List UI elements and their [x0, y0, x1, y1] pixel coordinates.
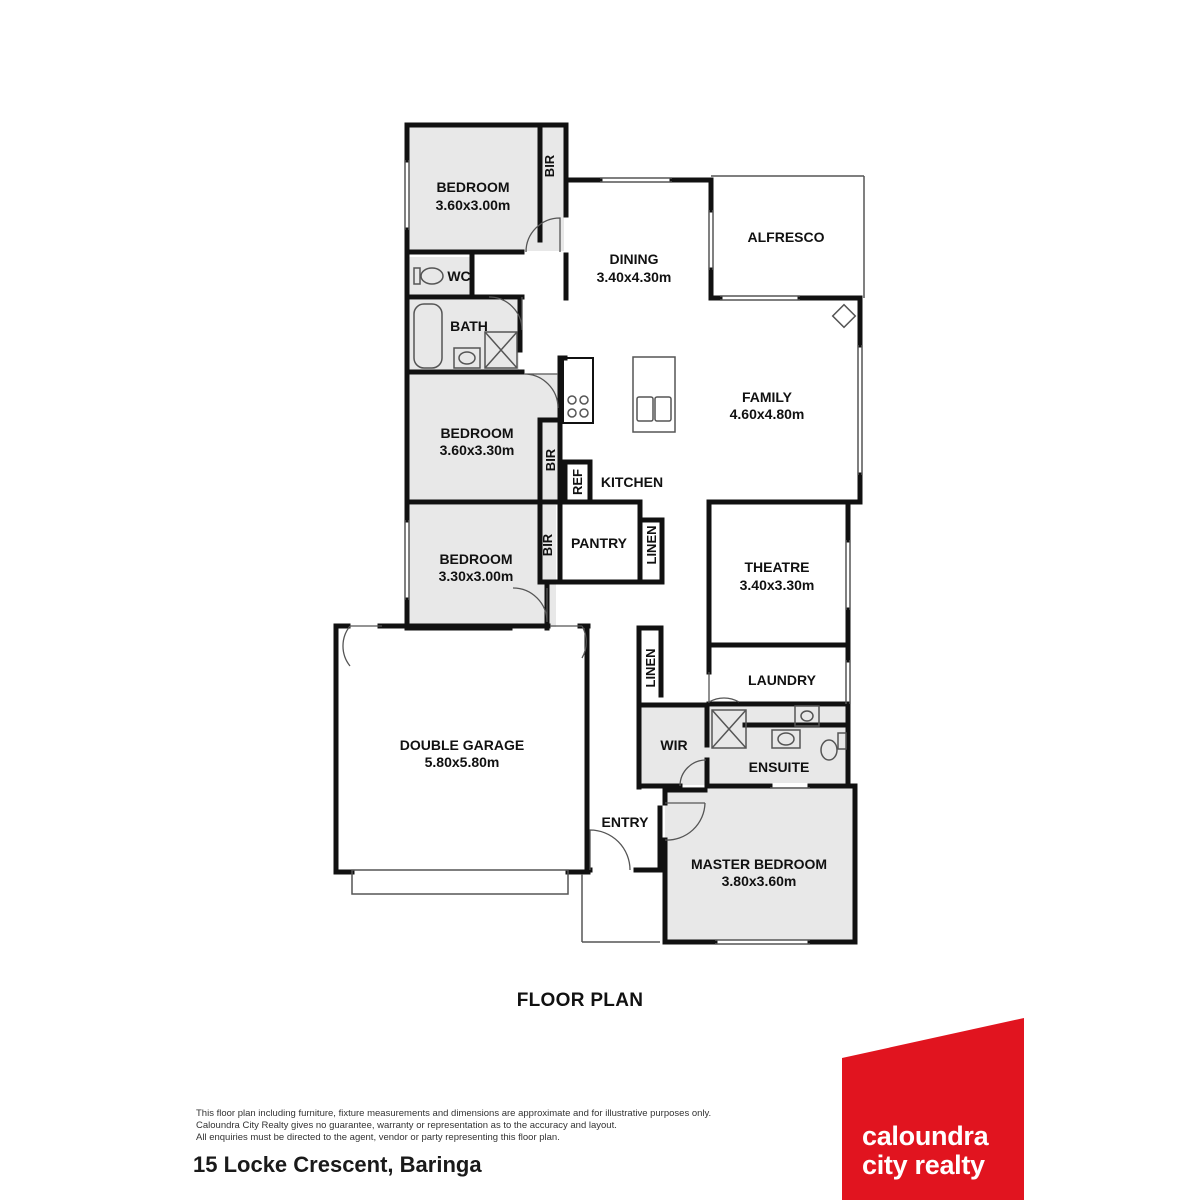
toilet-icon — [837, 732, 847, 750]
disclaimer-line: Caloundra City Realty gives no guarantee… — [196, 1120, 617, 1131]
door-swing — [525, 217, 561, 253]
theatre-label: THEATRE — [744, 559, 809, 575]
cooktop-burner-icon — [579, 395, 589, 405]
laundry-tub-icon — [800, 710, 814, 722]
door-swing — [679, 759, 707, 787]
brand-line-1: caloundra — [862, 1121, 989, 1151]
brand-logo-shape — [842, 1018, 1024, 1200]
sink-bowl-icon — [654, 396, 672, 422]
door-swing — [550, 625, 587, 659]
ensuite-label: ENSUITE — [749, 759, 810, 775]
bir-2-label: BIR — [543, 448, 558, 471]
dining-label: DINING — [610, 251, 659, 267]
corner-feature-icon — [831, 303, 857, 329]
bath-fill — [409, 300, 519, 370]
bedroom-2-size: 3.60x3.00m — [436, 197, 511, 213]
door-swing — [342, 625, 382, 667]
bedroom-3-fill — [409, 374, 559, 500]
toilet-icon — [413, 267, 421, 285]
windows — [351, 160, 865, 945]
toilet-icon — [820, 739, 838, 761]
shower-icon — [484, 331, 518, 369]
door-swing — [589, 829, 631, 871]
ref-label: REF — [570, 469, 585, 495]
bedroom-4-label: BEDROOM — [439, 551, 512, 567]
door-swing — [708, 672, 740, 704]
ensuite-fill — [707, 707, 848, 783]
wir-label: WIR — [660, 737, 687, 753]
laundry-label: LAUNDRY — [748, 672, 817, 688]
linen-1-label: LINEN — [644, 526, 659, 565]
shower-icon — [484, 331, 518, 369]
doors — [342, 217, 740, 871]
disclaimer-line: All enquiries must be directed to the ag… — [196, 1132, 560, 1143]
bedroom-4-fill — [409, 505, 556, 627]
cooktop-burner-icon — [567, 408, 577, 418]
basin-icon — [453, 347, 481, 369]
kitchen-bench — [562, 357, 594, 424]
basin-icon — [458, 351, 476, 365]
walls — [333, 122, 863, 945]
room-fills — [409, 127, 853, 940]
wc-label: WC — [447, 268, 470, 284]
theatre-size: 3.40x3.30m — [740, 577, 815, 593]
door-swing — [348, 626, 388, 666]
room-labels: BEDROOM 3.60x3.00m BIR WC BATH DINING 3.… — [400, 154, 827, 889]
door-swing — [523, 373, 559, 409]
door-swing — [664, 802, 706, 841]
alfresco-label: ALFRESCO — [748, 229, 825, 245]
linen-2-label: LINEN — [643, 649, 658, 688]
bedroom-4-size: 3.30x3.00m — [439, 568, 514, 584]
bir-3-label: BIR — [540, 533, 555, 556]
garage-label: DOUBLE GARAGE — [400, 737, 524, 753]
bedroom-3-size: 3.60x3.30m — [440, 442, 515, 458]
brand-logo-background — [842, 1018, 1024, 1200]
disclaimer-line: This floor plan including furniture, fix… — [196, 1108, 712, 1119]
family-label: FAMILY — [742, 389, 793, 405]
entry-label: ENTRY — [602, 814, 650, 830]
master-bedroom-fill — [665, 787, 853, 940]
cooktop-burner-icon — [567, 395, 577, 405]
dining-size: 3.40x4.30m — [597, 269, 672, 285]
bath-label: BATH — [450, 318, 488, 334]
floor-plan-title: FLOOR PLAN — [516, 990, 644, 1011]
shower-icon — [711, 709, 747, 749]
disclaimer: This floor plan including furniture, fix… — [196, 1108, 816, 1144]
bedroom-2-label: BEDROOM — [436, 179, 509, 195]
cooktop-burner-icon — [579, 408, 589, 418]
bir-1-label: BIR — [542, 154, 557, 177]
wir-fill — [641, 707, 707, 785]
door-swing — [488, 296, 523, 331]
garage-door — [351, 869, 569, 895]
family-size: 4.60x4.80m — [730, 406, 805, 422]
master-bedroom-size: 3.80x3.60m — [722, 873, 797, 889]
bedroom-3-label: BEDROOM — [440, 425, 513, 441]
garage-size: 5.80x5.80m — [425, 754, 500, 770]
basin-icon — [771, 729, 801, 749]
shower-icon — [711, 709, 747, 749]
basin-icon — [777, 732, 795, 746]
brand-logo-text: caloundra city realty — [862, 1121, 989, 1180]
brand-line-2: city realty — [862, 1150, 985, 1180]
bathtub-icon — [413, 303, 443, 369]
kitchen-label: KITCHEN — [601, 474, 663, 490]
door-swing — [512, 587, 548, 623]
master-bedroom-label: MASTER BEDROOM — [691, 856, 827, 872]
bedroom-2-fill — [409, 127, 540, 251]
property-address: 15 Locke Crescent, Baringa — [193, 1152, 482, 1177]
kitchen-island — [632, 356, 676, 433]
pantry-label: PANTRY — [571, 535, 628, 551]
sink-bowl-icon — [636, 396, 654, 422]
toilet-icon — [420, 267, 444, 285]
laundry-tub-icon — [794, 705, 820, 727]
